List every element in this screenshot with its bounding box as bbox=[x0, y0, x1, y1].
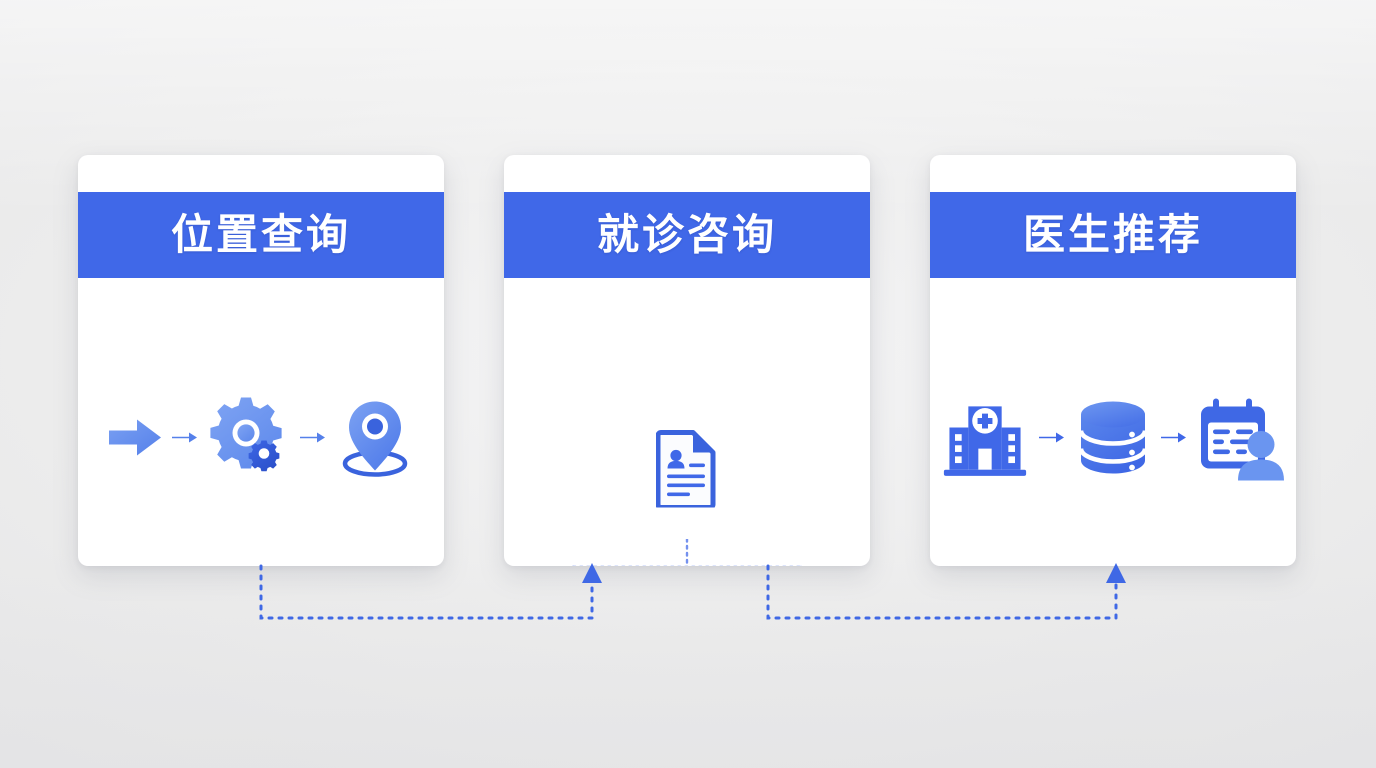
small-arrow-icon bbox=[300, 430, 326, 451]
card-header-doctor-recommendation: 医生推荐 bbox=[930, 192, 1296, 278]
small-arrow-icon bbox=[1160, 430, 1188, 451]
card-location-query[interactable]: 位置查询 bbox=[78, 155, 444, 566]
card-doctor-recommendation[interactable]: 医生推荐 bbox=[930, 155, 1296, 566]
card-visit-consultation[interactable]: 就诊咨询 bbox=[504, 155, 870, 566]
thick-arrow-icon bbox=[107, 415, 163, 466]
flow-row-location-query bbox=[78, 396, 444, 485]
small-arrow-icon bbox=[1038, 430, 1066, 451]
calendar-person-icon bbox=[1197, 395, 1285, 486]
gears-icon bbox=[207, 396, 291, 485]
flow-row-doctor-recommendation bbox=[930, 395, 1296, 486]
card-body-doctor-recommendation bbox=[930, 278, 1296, 566]
card-title-location-query: 位置查询 bbox=[170, 210, 351, 259]
database-icon bbox=[1075, 398, 1151, 483]
hospital-icon bbox=[941, 398, 1029, 483]
patient-document-icon bbox=[655, 430, 718, 513]
location-pin-icon bbox=[335, 396, 415, 485]
small-arrow-icon bbox=[172, 430, 198, 451]
card-body-location-query bbox=[78, 278, 444, 566]
card-body-visit-consultation bbox=[504, 278, 870, 566]
card-title-visit-consultation: 就诊咨询 bbox=[596, 210, 777, 259]
card-title-doctor-recommendation: 医生推荐 bbox=[1022, 210, 1203, 259]
card-header-visit-consultation: 就诊咨询 bbox=[504, 192, 870, 278]
tree-connector bbox=[559, 537, 815, 566]
card-header-location-query: 位置查询 bbox=[78, 192, 444, 278]
